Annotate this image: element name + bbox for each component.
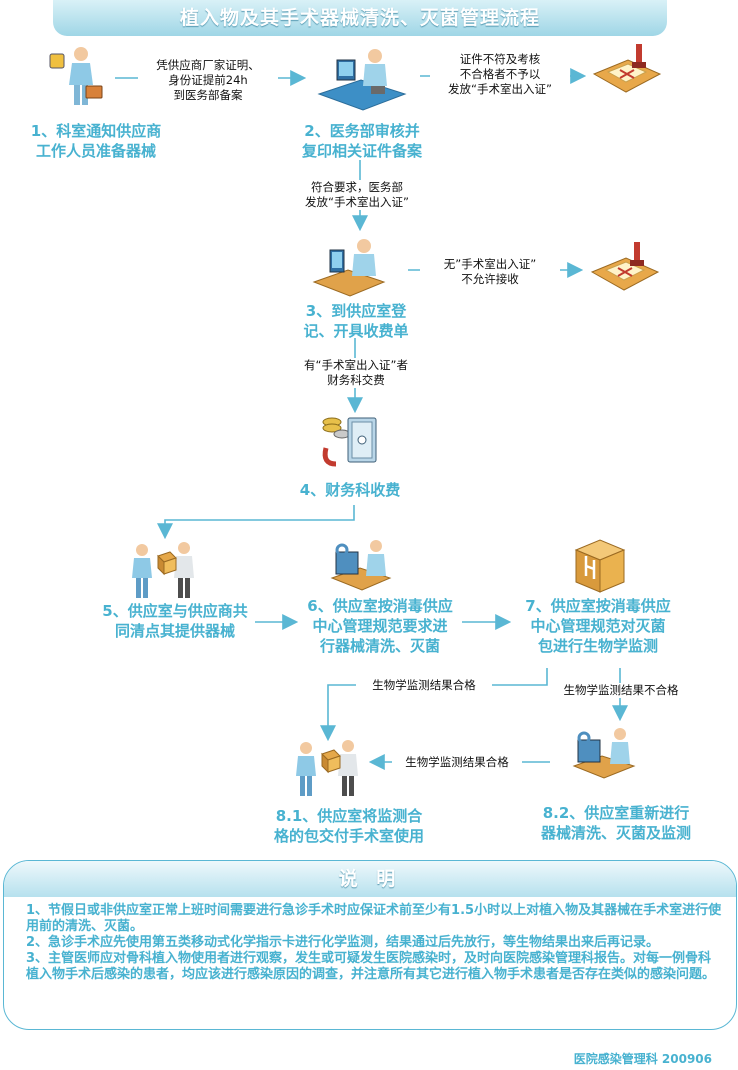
legend-title: 说 明 — [4, 861, 736, 897]
cashier-safe-icon — [322, 417, 377, 467]
sterile-box-icon — [574, 539, 626, 593]
washing-machine-icon-2 — [572, 728, 636, 779]
step-2: 2、医务部审核并复印相关证件备案 — [301, 122, 422, 160]
step-8-1: 8.1、供应室将监测合格的包交付手术室使用 — [273, 807, 424, 845]
note-monitor-pass-2: 生物学监测结果合格 — [392, 755, 522, 770]
step-6: 6、供应室按消毒供应中心管理规范要求进行器械清洗、灭菌 — [307, 597, 453, 655]
legend-item-3: 3、主管医师应对骨科植入物使用者进行观察，发生或可疑发生医院感染时，及时向医院感… — [26, 951, 716, 982]
note-no-certificate: 无”手术室出入证”不允许接收 — [420, 257, 560, 287]
page-title: 植入物及其手术器械清洗、灭菌管理流程 — [53, 0, 667, 36]
step-8-2: 8.2、供应室重新进行器械清洗、灭菌及监测 — [540, 804, 691, 842]
handover-package-icon — [132, 542, 194, 598]
note-issue-certificate: 符合要求，医务部发放“手术室出入证” — [282, 180, 432, 210]
handover-package-icon-2 — [296, 740, 358, 796]
legend-body: 1、节假日或非供应室正常上班时间需要进行急诊手术时应保证术前至少有1.5小时以上… — [4, 897, 736, 983]
rejection-stamp-icon-2 — [590, 242, 660, 291]
note-reject-certificate: 证件不符及考核不合格者不予以发放“手术室出入证” — [430, 52, 570, 97]
rejection-stamp-icon — [592, 44, 662, 93]
washing-machine-icon — [330, 540, 392, 591]
note-pay: 有“手术室出入证”者财务科交费 — [278, 358, 434, 388]
arrow-4-5 — [157, 505, 355, 540]
step-4: 4、财务科收费 — [299, 481, 401, 499]
legend-panel: 说 明 1、节假日或非供应室正常上班时间需要进行急诊手术时应保证术前至少有1.5… — [3, 860, 737, 1030]
office-desk-icon — [317, 49, 407, 111]
footer-department: 医院感染管理科 200906 — [573, 1052, 712, 1066]
legend-item-1: 1、节假日或非供应室正常上班时间需要进行急诊手术时应保证术前至少有1.5小时以上… — [26, 903, 722, 934]
note-monitor-pass: 生物学监测结果合格 — [356, 678, 492, 693]
legend-item-2: 2、急诊手术应先使用第五类移动式化学指示卡进行化学监测，结果通过后先放行，等生物… — [26, 935, 660, 950]
step-5: 5、供应室与供应商共同清点其提供器械 — [102, 602, 248, 640]
step-3: 3、到供应室登记、开具收费单 — [303, 302, 409, 340]
person-briefcase-icon — [49, 47, 103, 105]
note-monitor-fail: 生物学监测结果不合格 — [548, 683, 694, 698]
office-desk-icon-registration — [312, 239, 386, 297]
step-7: 7、供应室按消毒供应中心管理规范对灭菌包进行生物学监测 — [525, 597, 671, 655]
step-1: 1、科室通知供应商工作人员准备器械 — [30, 122, 162, 160]
